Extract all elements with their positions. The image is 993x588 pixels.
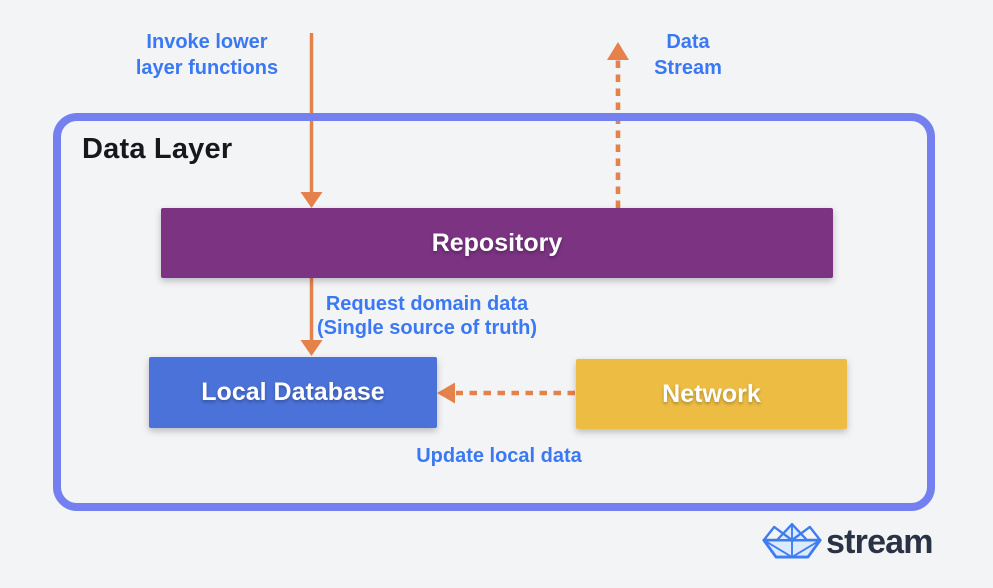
network-label: Network [662,379,761,408]
data-stream-annotation: Data Stream [654,31,722,80]
request-domain-data-arrow [300,278,323,356]
repository-label: Repository [431,228,563,257]
repository-node: Repository [161,208,833,278]
data-layer-title: Data Layer [82,133,233,165]
local-database-node: Local Database [149,357,437,428]
stream-logo-text: stream [826,522,934,561]
stream-logo: stream [761,521,934,563]
invoke-lower-layer-annotation: Invoke lower layer functions [135,31,279,80]
paper-boat-icon [762,522,822,559]
local-database-label: Local Database [201,378,385,406]
request-domain-data-annotation: Request domain data (Single source of tr… [317,293,537,339]
update-local-data-arrow [437,382,575,404]
data-stream-arrow [607,42,629,208]
data-layer-container [53,113,935,511]
update-local-data-annotation: Update local data [416,445,582,467]
network-node: Network [576,359,847,429]
